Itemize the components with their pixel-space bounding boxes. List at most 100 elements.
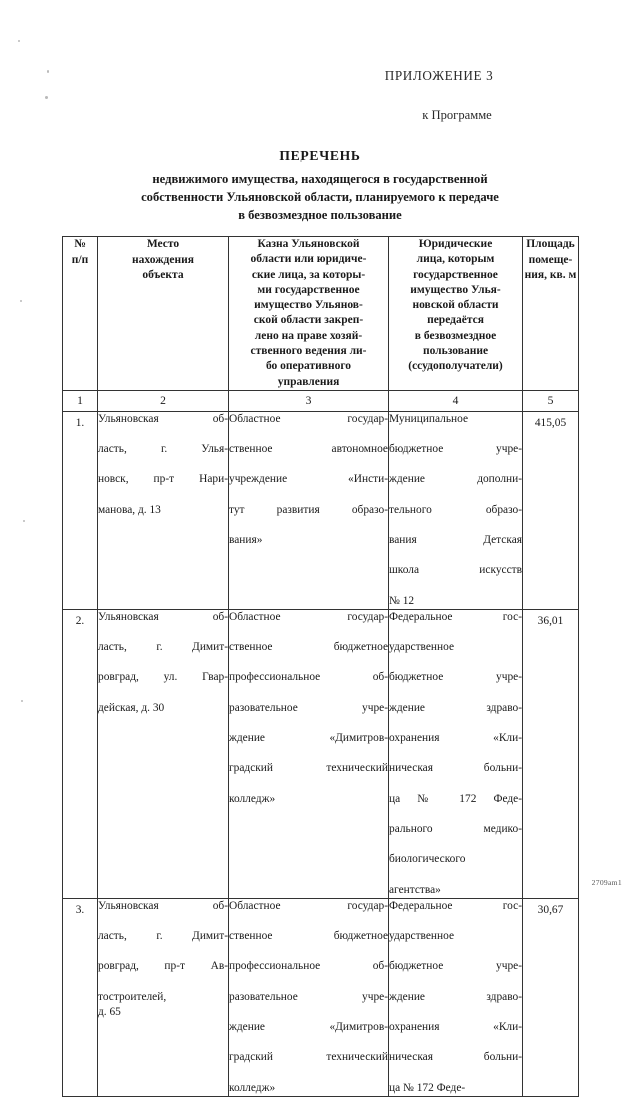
header-line: ские лица, за которы- [251,268,366,281]
row-index: 2. [62,608,98,899]
header-line: № [74,238,86,250]
header-line: объекта [142,269,184,282]
scan-speckle [20,300,22,302]
cell-line: манова, д. 13 [98,503,161,516]
cell-line: тельного образо- [389,503,522,516]
header-line: области или юридиче- [250,253,367,266]
header-line: ния, кв. м [524,269,577,282]
header-line: управления [277,375,340,388]
scan-speckle [47,70,49,73]
cell-line: ударственное [389,641,455,654]
cell-line: ца № 172 Феде- [389,792,522,805]
row-holder: Областное государ- ственное бюджетное пр… [228,608,389,899]
table-row: 1. Ульяновская об- ласть, г. Улья- новск… [62,410,579,610]
cell-line: ждение «Димитров- [229,1021,388,1034]
appendix-header: ПРИЛОЖЕНИЕ 3 к Программе [300,68,578,123]
header-line: пользование [422,344,489,357]
subtitle-line-2: собственности Ульяновской области, плани… [141,189,499,204]
scan-speckle [23,520,25,522]
row-location: Ульяновская об- ласть, г. Димит- ровград… [97,608,229,899]
cell-line: градский технический [229,1051,388,1064]
cell-line: ласть, г. Улья- [98,443,228,456]
scan-speckle [300,160,302,162]
row-index: 3. [62,897,98,1097]
cell-line: Областное государ- [229,412,388,425]
cell-line: ственное автономное [229,443,388,456]
cell-line: профессиональное об- [229,671,388,684]
cell-line: д. 65 [98,1005,121,1018]
scan-speckle [45,96,48,99]
row-area: 30,67 [522,897,579,1097]
document-subtitle: недвижимого имущества, находящегося в го… [62,171,578,225]
header-line: лено на праве хозяй- [254,329,363,342]
scan-speckle [18,40,20,42]
cell-line: вания» [229,534,263,547]
table-row: 3. Ульяновская об- ласть, г. Димит- ровг… [62,897,579,1097]
cell-line: колледж» [229,792,276,805]
cell-line: биологического [389,853,466,866]
cell-line: тостроителей, [98,990,167,1003]
header-line: п/п [71,253,89,266]
row-area: 36,01 [522,608,579,899]
table-header-area: Площадь помеще- ния, кв. м [522,236,579,391]
column-number: 4 [388,389,523,412]
cell-line: Муниципальное [389,412,469,425]
cell-line: охранения «Кли- [389,1021,522,1034]
header-line: (ссудополучатели) [408,360,503,373]
column-number: 3 [228,389,389,412]
cell-line: ственное бюджетное [229,930,388,943]
header-line: Юридические [418,238,493,250]
header-line: государственное [413,268,498,281]
header-line: нахождения [132,253,194,266]
header-line: ми государственное [257,283,360,296]
cell-line: ственное бюджетное [229,641,388,654]
header-line: в безвозмездное [414,329,497,342]
cell-line: ударственное [389,930,455,943]
table-row: 2. Ульяновская об- ласть, г. Димит- ровг… [62,608,579,899]
table-header-holder: Казна Ульяновской области или юридиче- с… [228,236,389,391]
cell-line: ждение дополни- [389,473,522,486]
table-column-number-row: 1 2 3 4 5 [62,389,579,412]
table-header-number: № п/п [62,236,98,391]
cell-line: учреждение «Инсти- [229,473,388,486]
cell-line: градский технический [229,762,388,775]
column-number: 2 [97,389,229,412]
cell-line: вания Детская [389,534,522,547]
row-recipient: Федеральное гос- ударственное бюджетное … [388,897,523,1097]
row-recipient: Федеральное гос- ударственное бюджетное … [388,608,523,899]
cell-line: дейская, д. 30 [98,701,165,714]
header-line: Площадь [526,238,575,250]
cell-line: профессиональное об- [229,960,388,973]
appendix-reference: к Программе [422,108,492,122]
cell-line: № 12 [389,594,415,607]
cell-line: ровград, ул. Гвар- [98,671,228,684]
row-location: Ульяновская об- ласть, г. Димит- ровград… [97,897,229,1097]
scan-speckle [21,700,23,702]
document-title-block: ПЕРЕЧЕНЬ недвижимого имущества, находяще… [62,148,578,225]
column-number: 5 [522,389,579,412]
cell-line: ническая больни- [389,762,522,775]
header-line: лица, которым [416,253,495,266]
header-line: имущество Улья- [410,283,501,296]
appendix-label: ПРИЛОЖЕНИЕ 3 [384,68,494,83]
header-line: имущество Ульянов- [254,299,363,312]
page-title: ПЕРЕЧЕНЬ [279,148,361,163]
property-table: № п/п Место нахождения объекта Казна Уль… [62,236,579,1097]
header-line: ской области закреп- [253,314,364,327]
footer-document-code: 2709am1 [591,878,622,887]
cell-line: Федеральное гос- [389,610,522,623]
subtitle-line-3: в безвозмездное пользование [238,207,402,222]
cell-line: Областное государ- [229,610,388,623]
cell-line: Ульяновская об- [98,610,228,623]
cell-line: тут развития образо- [229,503,388,516]
cell-line: разовательное учре- [229,990,388,1003]
row-area: 415,05 [522,410,579,610]
column-number: 1 [62,389,98,412]
cell-line: ждение здраво- [389,990,522,1003]
cell-line: ровград, пр-т Ав- [98,960,228,973]
cell-line: рального медико- [389,823,522,836]
row-holder: Областное государ- ственное автономное у… [228,410,389,610]
cell-line: новск, пр-т Нари- [98,473,228,486]
cell-line: колледж» [229,1081,276,1094]
cell-line: ца № 172 Феде- [389,1081,466,1094]
